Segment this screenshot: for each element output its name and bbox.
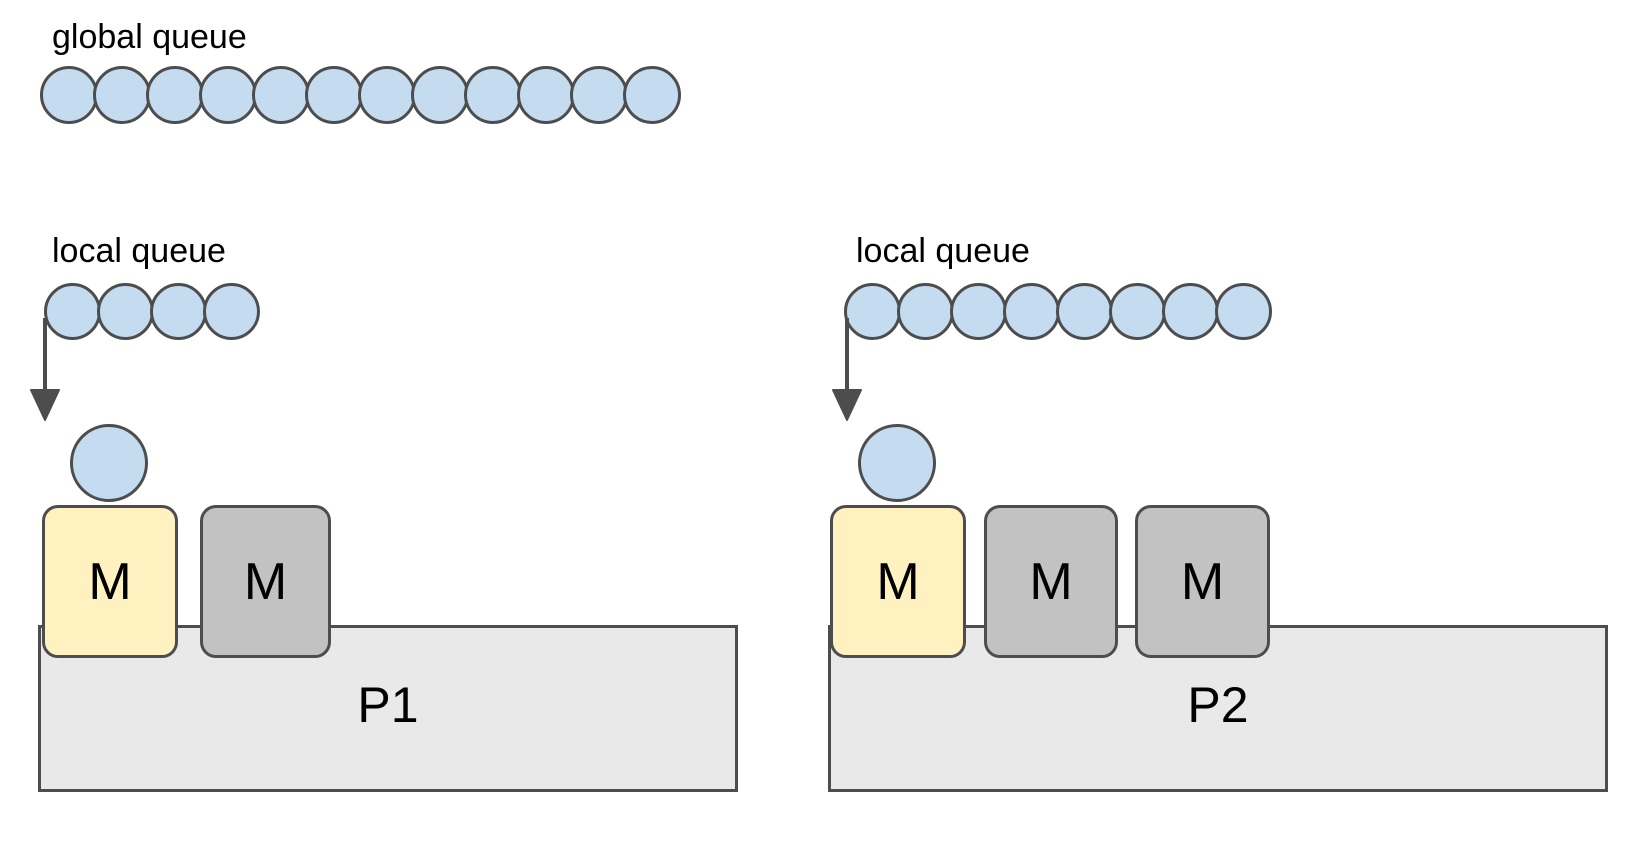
local-queue-token-p2-2 bbox=[950, 283, 1007, 340]
local-queue-token-p2-7 bbox=[1215, 283, 1272, 340]
machine-label-p1-1: M bbox=[243, 552, 288, 611]
global-queue-token-9 bbox=[517, 66, 575, 124]
machine-label-p1-0: M bbox=[88, 552, 132, 611]
processor-label-p2: P2 bbox=[1187, 677, 1249, 733]
global-queue-token-4 bbox=[252, 66, 310, 124]
global-queue-token-10 bbox=[570, 66, 628, 124]
local-queue-token-p1-2 bbox=[150, 283, 207, 340]
local-queue-token-p1-1 bbox=[97, 283, 154, 340]
processor-block-p1[interactable]: P1 bbox=[38, 625, 738, 792]
local-queue-tokens-p1 bbox=[44, 283, 260, 340]
dispatch-arrow-p2 bbox=[832, 318, 862, 421]
machine-label-p2-0: M bbox=[876, 552, 920, 611]
global-queue-token-0 bbox=[40, 66, 98, 124]
running-goroutine-token-p1 bbox=[70, 424, 148, 502]
local-queue-token-p2-0 bbox=[844, 283, 901, 340]
global-queue-token-5 bbox=[305, 66, 363, 124]
machine-box-p2-2[interactable]: M bbox=[1135, 505, 1270, 658]
global-queue-token-2 bbox=[146, 66, 204, 124]
local-queue-token-p2-4 bbox=[1056, 283, 1113, 340]
global-queue-tokens bbox=[40, 66, 681, 124]
local-queue-label-p2: local queue bbox=[856, 232, 1030, 270]
running-goroutine-token-p2 bbox=[858, 424, 936, 502]
local-queue-token-p1-0 bbox=[44, 283, 101, 340]
global-queue-token-6 bbox=[358, 66, 416, 124]
local-queue-tokens-p2 bbox=[844, 283, 1272, 340]
machine-box-p2-1[interactable]: M bbox=[984, 505, 1118, 658]
global-queue-token-7 bbox=[411, 66, 469, 124]
machine-label-p2-2: M bbox=[1180, 552, 1225, 611]
global-queue-token-11 bbox=[623, 66, 681, 124]
local-queue-label-p1: local queue bbox=[52, 232, 226, 270]
global-queue-token-3 bbox=[199, 66, 257, 124]
global-queue-token-8 bbox=[464, 66, 522, 124]
local-queue-token-p2-5 bbox=[1109, 283, 1166, 340]
machine-box-p2-0[interactable]: M bbox=[830, 505, 966, 658]
global-queue-token-1 bbox=[93, 66, 151, 124]
machine-box-p1-0[interactable]: M bbox=[42, 505, 178, 658]
local-queue-token-p2-1 bbox=[897, 283, 954, 340]
dispatch-arrow-p1 bbox=[30, 318, 60, 421]
processor-label-p1: P1 bbox=[357, 677, 419, 733]
local-queue-token-p1-3 bbox=[203, 283, 260, 340]
machine-box-p1-1[interactable]: M bbox=[200, 505, 331, 658]
local-queue-token-p2-3 bbox=[1003, 283, 1060, 340]
global-queue-label: global queue bbox=[52, 18, 247, 56]
machine-label-p2-1: M bbox=[1029, 552, 1073, 611]
local-queue-token-p2-6 bbox=[1162, 283, 1219, 340]
